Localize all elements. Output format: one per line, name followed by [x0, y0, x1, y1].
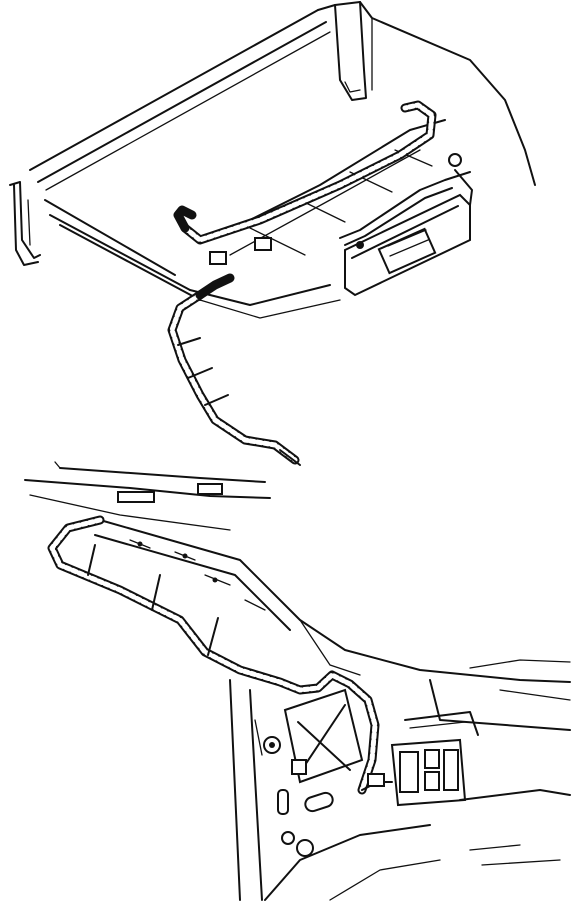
right-pillar-top — [334, 1, 367, 101]
roof-frame — [29, 1, 536, 319]
left-pillar-top — [9, 181, 41, 266]
mounting-bracket — [263, 688, 364, 784]
lower-view — [24, 461, 571, 901]
pillar-body — [94, 519, 571, 901]
kick-panel-connector — [361, 711, 479, 807]
panel-openings — [254, 719, 334, 857]
pillar-harness — [47, 515, 380, 795]
cowl-trim — [24, 461, 271, 531]
sunvisor — [339, 169, 473, 297]
floor-contour — [264, 789, 571, 901]
upper-harness — [167, 100, 437, 466]
upper-view — [9, 1, 536, 466]
header-clips — [209, 153, 462, 265]
